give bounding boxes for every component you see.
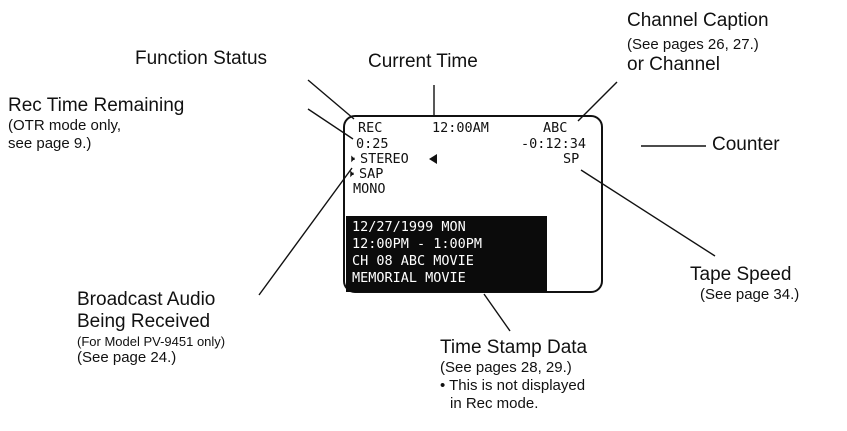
- label-broadcast-audio: Broadcast Audio Being Received (For Mode…: [77, 289, 225, 367]
- rec-time-note-2: see page 9.): [8, 135, 92, 153]
- label-tape-speed: Tape Speed (See page 34.): [690, 264, 799, 304]
- channel-caption-ref: (See pages 26, 27.): [627, 36, 759, 54]
- broadcast-audio-title-2: Being Received: [77, 311, 211, 333]
- tv-screen: [343, 115, 603, 293]
- time-stamp-title: Time Stamp Data: [440, 337, 588, 358]
- channel-caption-or: or Channel: [627, 54, 720, 76]
- tape-speed-title: Tape Speed: [690, 264, 792, 285]
- osd-rec-time-remaining: 0:25: [356, 136, 389, 152]
- osd-function-status: REC: [358, 120, 383, 136]
- label-channel-caption: Channel Caption (See pages 26, 27.) or C…: [627, 10, 769, 77]
- time-stamp-line-3: CH 08 ABC MOVIE: [352, 253, 474, 269]
- rec-time-title: Rec Time Remaining: [8, 95, 185, 116]
- speaker-icon: 🕨: [347, 168, 354, 180]
- label-rec-time-remaining: Rec Time Remaining (OTR mode only, see p…: [8, 95, 184, 153]
- leader-tape-speed: [580, 169, 716, 257]
- label-function-status: Function Status: [135, 48, 268, 69]
- label-counter: Counter: [712, 134, 780, 155]
- broadcast-audio-title-1: Broadcast Audio: [77, 289, 216, 310]
- leader-broadcast-audio: [258, 167, 353, 296]
- osd-counter: -0:12:34: [521, 136, 587, 152]
- osd-audio-stereo: STEREO: [360, 151, 409, 167]
- time-stamp-note-2: in Rec mode.: [450, 394, 539, 412]
- time-stamp-block: 12/27/1999 MON 12:00PM - 1:00PM CH 08 AB…: [346, 216, 547, 292]
- time-stamp-line-4: MEMORIAL MOVIE: [352, 270, 466, 286]
- time-stamp-line-2: 12:00PM - 1:00PM: [352, 236, 483, 252]
- speaker-icon: 🕨: [348, 153, 355, 165]
- tape-speed-ref: (See page 34.): [700, 286, 800, 304]
- leader-channel: [577, 81, 618, 122]
- label-time-stamp-data: Time Stamp Data (See pages 28, 29.) • Th…: [440, 337, 587, 412]
- leader-time-stamp: [483, 293, 511, 332]
- osd-audio-mono: MONO: [353, 181, 386, 197]
- osd-audio-sap: SAP: [359, 166, 384, 182]
- osd-current-time: 12:00AM: [432, 120, 489, 136]
- rec-time-note-1: (OTR mode only,: [8, 117, 122, 135]
- leader-function-status: [307, 79, 355, 120]
- time-stamp-ref: (See pages 28, 29.): [440, 359, 572, 377]
- time-stamp-note-1: • This is not displayed: [440, 377, 586, 395]
- osd-channel: ABC: [543, 120, 568, 136]
- broadcast-audio-model: (For Model PV-9451 only): [77, 333, 226, 349]
- triangle-left-icon: [429, 154, 437, 164]
- leader-rec-time: [307, 108, 354, 140]
- channel-caption-title: Channel Caption: [627, 10, 769, 31]
- osd-tape-speed: SP: [563, 151, 580, 167]
- label-current-time: Current Time: [368, 51, 478, 72]
- broadcast-audio-ref: (See page 24.): [77, 349, 177, 367]
- time-stamp-line-1: 12/27/1999 MON: [352, 219, 466, 235]
